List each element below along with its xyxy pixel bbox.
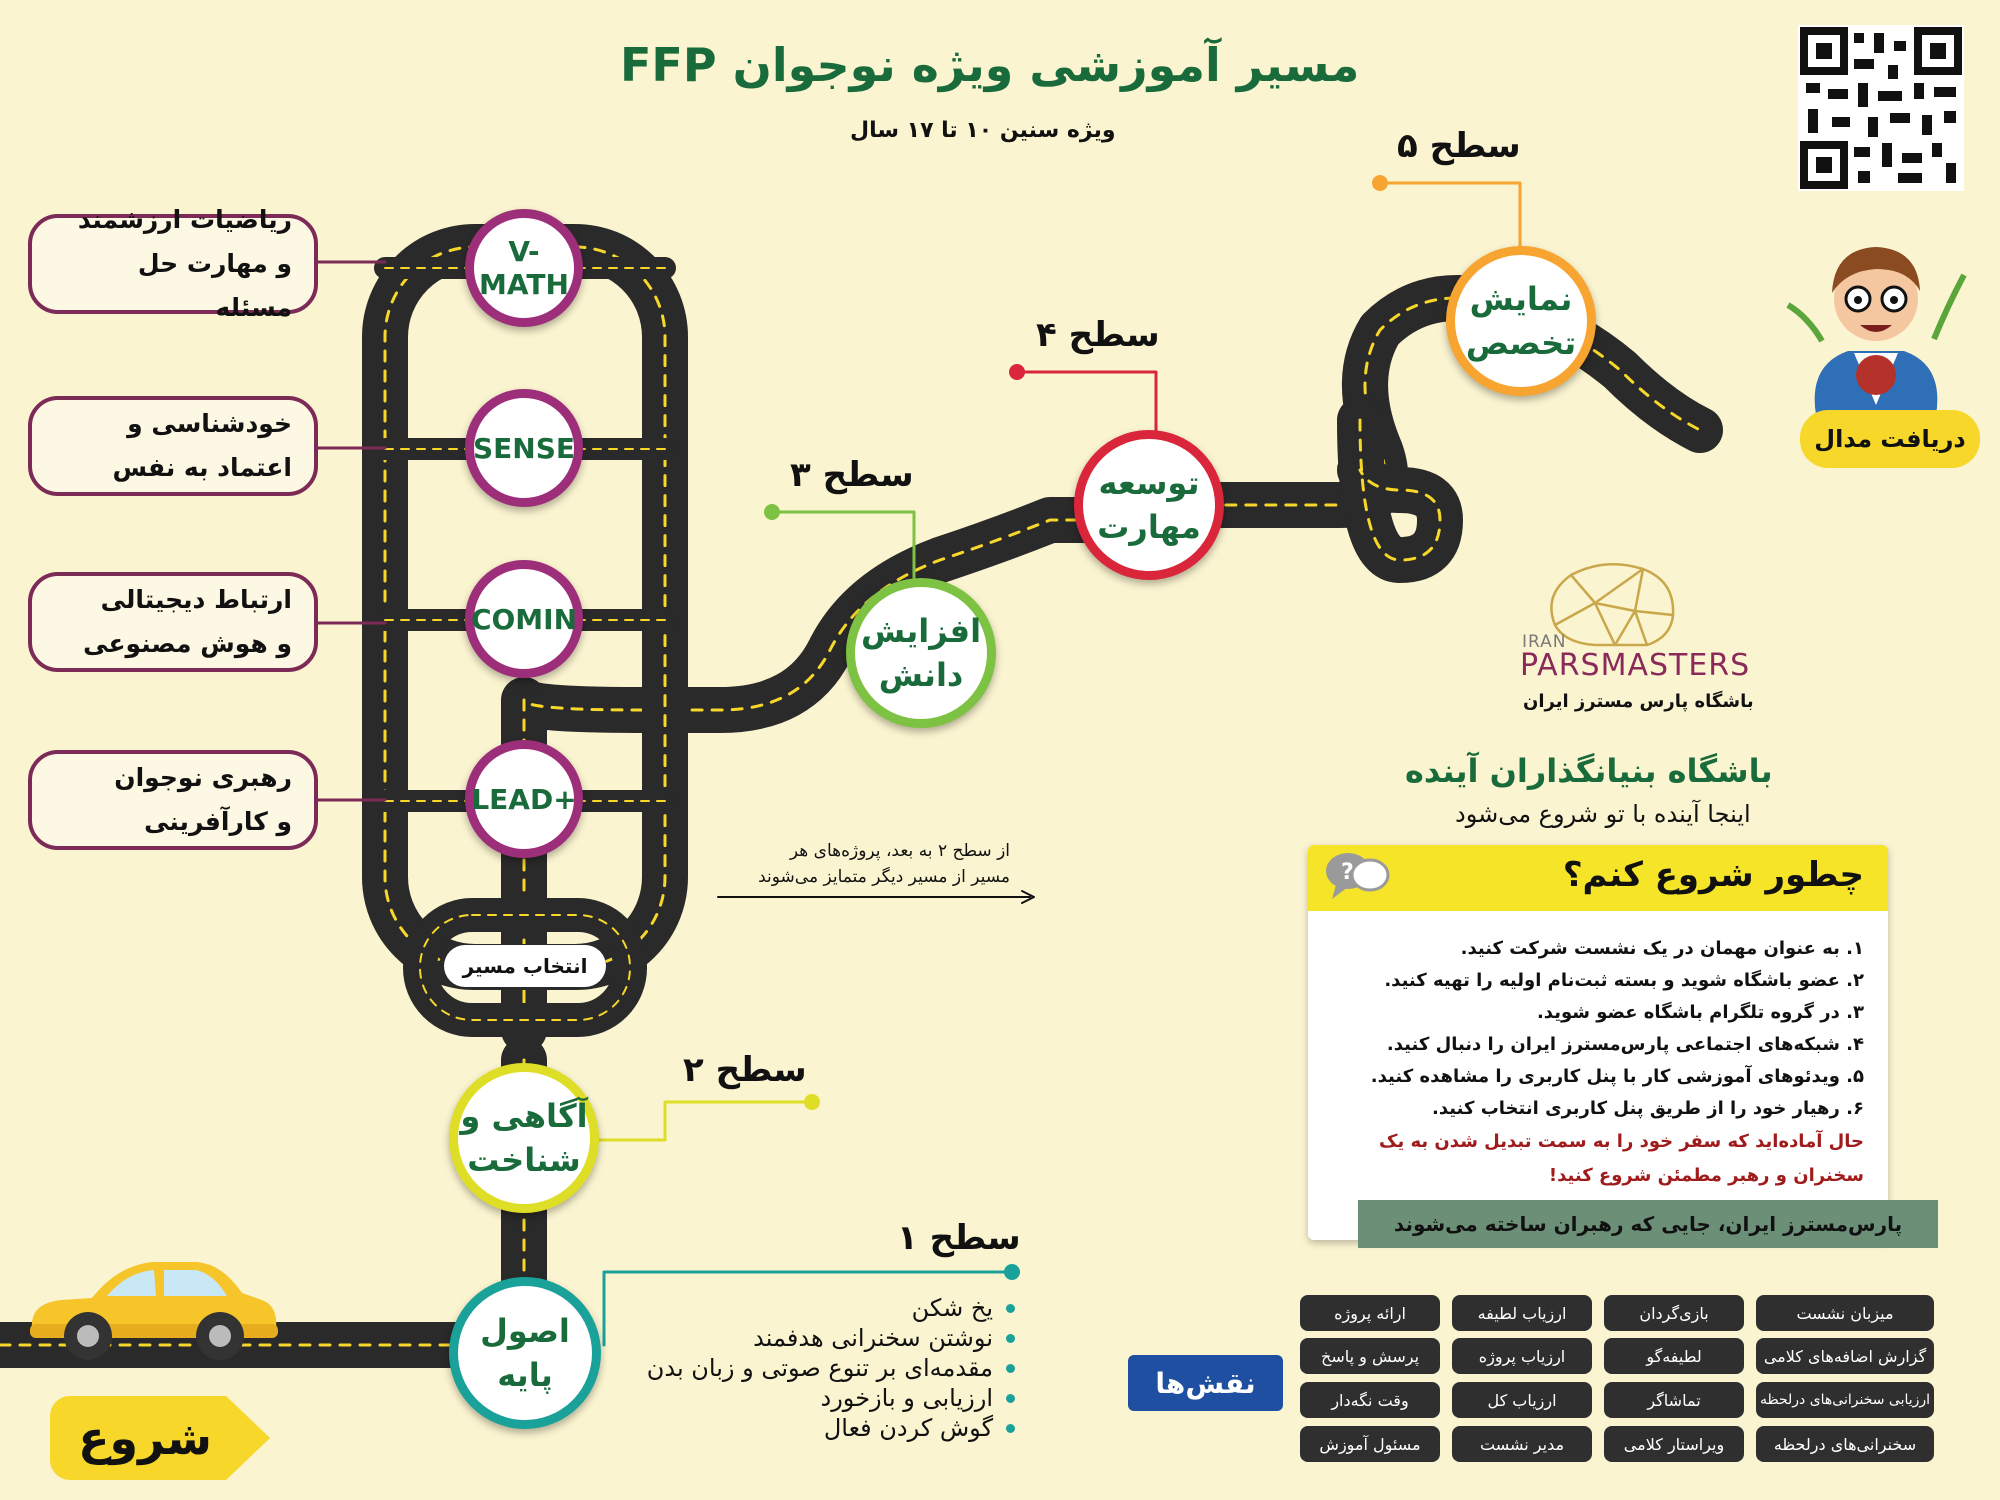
mascot-hero-icon bbox=[1786, 247, 1967, 415]
qr-code-icon bbox=[1800, 27, 1962, 189]
role-item[interactable]: میزبان نشست bbox=[1756, 1295, 1934, 1331]
brand-name: PARSMASTERS bbox=[1520, 648, 1751, 683]
module-sense[interactable]: SENSE bbox=[465, 389, 583, 507]
how-to-start-header bbox=[1308, 845, 1888, 911]
module-desc-line: و هوش مصنوعی bbox=[83, 629, 292, 658]
brand-tagline: اینجا آینده با تو شروع می‌شود bbox=[1455, 800, 1751, 828]
level-line: تخصص bbox=[1465, 324, 1577, 362]
module-desc-vmath: ریاضیات ارزشمند و مهارت حل مسئله bbox=[28, 205, 318, 322]
module-desc-lead: رهبری نوجوان و کارآفرینی bbox=[28, 750, 318, 850]
role-item[interactable]: بازی‌گردان bbox=[1604, 1295, 1744, 1331]
roles-label: نقش‌ها bbox=[1128, 1355, 1283, 1411]
choose-path-label[interactable]: انتخاب مسیر bbox=[444, 945, 606, 987]
module-code: SENSE bbox=[472, 431, 576, 465]
role-item[interactable]: ارزیاب کل bbox=[1452, 1382, 1592, 1418]
role-item[interactable]: لطیفه‌گو bbox=[1604, 1338, 1744, 1374]
how-to-start-panel: ? چطور شروع کنم؟ ۱. به عنوان مهمان در یک… bbox=[1308, 845, 1888, 1240]
level-line: پایه bbox=[497, 1356, 553, 1394]
role-item[interactable]: تماشاگر bbox=[1604, 1382, 1744, 1418]
start-label: شروع bbox=[78, 1411, 212, 1465]
module-desc-line: ریاضیات ارزشمند bbox=[77, 205, 292, 234]
svg-text:?: ? bbox=[1341, 860, 1354, 885]
module-comin[interactable]: COMIN bbox=[465, 560, 583, 678]
chat-question-icon: ? bbox=[1326, 853, 1390, 899]
module-desc-line: و مهارت حل مسئله bbox=[137, 249, 292, 322]
module-vmath[interactable]: V-MATH bbox=[465, 209, 583, 327]
role-item[interactable]: مسئول آموزش bbox=[1300, 1426, 1440, 1462]
role-item[interactable]: وقت نگه‌دار bbox=[1300, 1382, 1440, 1418]
module-desc-sense: خودشناسی و اعتماد به نفس bbox=[28, 396, 318, 496]
list-item: نوشتن سخنرانی هدفمند bbox=[625, 1323, 1015, 1353]
level-2-node[interactable]: آگاهی و شناخت bbox=[449, 1063, 599, 1213]
list-item: ارزیابی و بازخورد bbox=[625, 1383, 1015, 1413]
level-2-label: سطح ۲ bbox=[683, 1050, 807, 1090]
role-item[interactable]: گزارش اضافه‌های کلامی bbox=[1756, 1338, 1934, 1374]
level-3-node[interactable]: افزایش دانش bbox=[846, 578, 996, 728]
brain-logo-icon bbox=[1550, 563, 1675, 647]
role-item[interactable]: مدیر نشست bbox=[1452, 1426, 1592, 1462]
role-item[interactable]: ارزیابی سخنرانی‌های درلحظه bbox=[1756, 1382, 1934, 1418]
module-code: V-MATH bbox=[479, 235, 569, 301]
role-item[interactable]: ارائه پروژه bbox=[1300, 1295, 1440, 1331]
step-item: ۴. شبکه‌های اجتماعی پارس‌مسترز ایران را … bbox=[1386, 1034, 1864, 1055]
module-desc-line: اعتماد به نفس bbox=[112, 453, 292, 482]
level-1-label: سطح ۱ bbox=[897, 1218, 1021, 1258]
list-item: گوش کردن فعال bbox=[625, 1413, 1015, 1443]
level-5-label: سطح ۵ bbox=[1397, 126, 1521, 166]
step-item: ۲. عضو باشگاه شوید و بسته ثبت‌نام اولیه … bbox=[1384, 970, 1864, 991]
projects-note-line: از سطح ۲ به بعد، پروژه‌های هر bbox=[789, 841, 1010, 861]
module-desc-line: رهبری نوجوان bbox=[114, 763, 292, 792]
page-subtitle: ویژه سنین ۱۰ تا ۱۷ سال bbox=[850, 118, 1116, 143]
level-line: دانش bbox=[878, 656, 964, 694]
level-4-label: سطح ۴ bbox=[1036, 315, 1160, 355]
projects-note: از سطح ۲ به بعد، پروژه‌های هر مسیر از مس… bbox=[710, 838, 1010, 890]
module-code: LEAD+ bbox=[471, 782, 577, 816]
level-1-node[interactable]: اصول پایه bbox=[449, 1277, 601, 1429]
medal-label: دریافت مدال bbox=[1800, 410, 1980, 468]
start-tag bbox=[50, 1396, 270, 1480]
module-desc-line: خودشناسی و bbox=[127, 409, 292, 438]
module-desc-line: ارتباط دیجیتالی bbox=[100, 585, 292, 614]
projects-note-line: مسیر از مسیر دیگر متمایز می‌شوند bbox=[758, 867, 1010, 887]
car-icon bbox=[30, 1262, 278, 1360]
brand-fa-name: باشگاه پارس مسترز ایران bbox=[1523, 691, 1754, 712]
list-item: یخ شکن bbox=[625, 1293, 1015, 1323]
level-line: توسعه bbox=[1098, 464, 1200, 502]
step-item: ۶. رهیار خود را از طریق پنل کاربری انتخا… bbox=[1432, 1098, 1864, 1119]
module-lead[interactable]: LEAD+ bbox=[465, 740, 583, 858]
module-desc-line: و کارآفرینی bbox=[144, 807, 292, 836]
footer-banner: پارس‌مسترز ایران، جایی که رهبران ساخته م… bbox=[1358, 1200, 1938, 1248]
call-to-action: حال آماده‌اید که سفر خود را به سمت تبدیل… bbox=[1379, 1131, 1864, 1186]
how-to-start-title: چطور شروع کنم؟ bbox=[1562, 855, 1864, 895]
step-item: ۱. به عنوان مهمان در یک نشست شرکت کنید. bbox=[1460, 938, 1864, 959]
brand-slogan: باشگاه بنیانگذاران آینده bbox=[1405, 752, 1773, 790]
role-item[interactable]: سخنرانی‌های درلحظه bbox=[1756, 1426, 1934, 1462]
level-line: شناخت bbox=[467, 1141, 581, 1179]
page-title: مسیر آموزشی ویژه نوجوان FFP bbox=[620, 38, 1360, 92]
list-item: مقدمه‌ای بر تنوع صوتی و زبان بدن bbox=[625, 1353, 1015, 1383]
level-3-label: سطح ۳ bbox=[790, 455, 914, 495]
role-item[interactable]: ارزیاب لطیفه bbox=[1452, 1295, 1592, 1331]
level-line: اصول bbox=[480, 1312, 570, 1350]
level-4-node[interactable]: توسعه مهارت bbox=[1074, 430, 1224, 580]
level-1-items: یخ شکن نوشتن سخنرانی هدفمند مقدمه‌ای بر … bbox=[625, 1293, 1015, 1443]
level-line: نمایش bbox=[1469, 280, 1573, 318]
level-5-node[interactable]: نمایش تخصص bbox=[1446, 246, 1596, 396]
level-line: آگاهی و bbox=[460, 1097, 588, 1135]
module-desc-comin: ارتباط دیجیتالی و هوش مصنوعی bbox=[28, 572, 318, 672]
step-item: ۳. در گروه تلگرام باشگاه عضو شوید. bbox=[1536, 1002, 1864, 1023]
module-code: COMIN bbox=[470, 602, 578, 636]
how-to-start-steps: ۱. به عنوان مهمان در یک نشست شرکت کنید. … bbox=[1324, 933, 1864, 1193]
level-line: مهارت bbox=[1097, 508, 1201, 546]
qr-code[interactable] bbox=[1798, 25, 1964, 191]
brand-iran: IRAN bbox=[1522, 632, 1567, 652]
role-item[interactable]: ارزیاب پروژه bbox=[1452, 1338, 1592, 1374]
role-item[interactable]: ویراستار کلامی bbox=[1604, 1426, 1744, 1462]
step-item: ۵. ویدئوهای آموزشی کار با پنل کاربری را … bbox=[1370, 1066, 1864, 1087]
level-line: افزایش bbox=[860, 612, 982, 650]
role-item[interactable]: پرسش و پاسخ bbox=[1300, 1338, 1440, 1374]
